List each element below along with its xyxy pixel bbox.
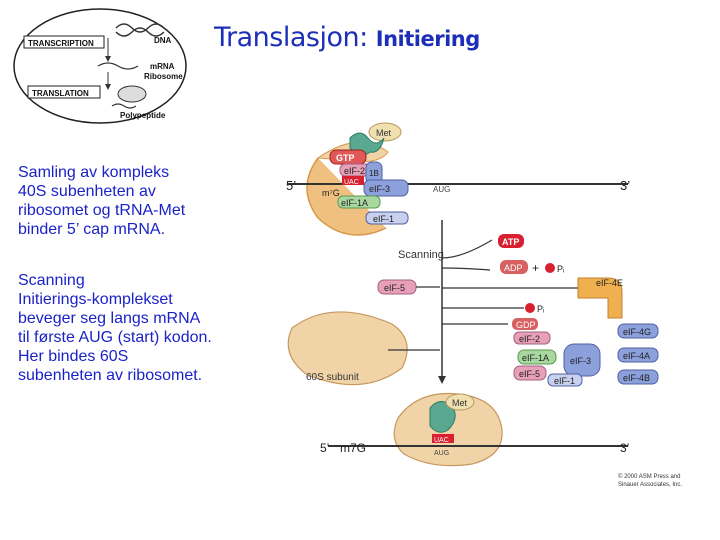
atp-arrow <box>441 239 493 259</box>
paragraph-line: Scanning <box>18 272 85 289</box>
uac2-box <box>432 434 454 443</box>
eif4g-label: eIF-4G <box>623 327 651 337</box>
pi2-label: Pᵢ <box>537 304 544 314</box>
eif1a-box <box>337 195 381 209</box>
adp-label: ADP <box>504 263 523 273</box>
eif1a2-box <box>517 349 557 365</box>
pi-dot <box>545 263 555 273</box>
paragraph-line: Her bindes 60S <box>18 348 129 365</box>
plus-sign: + <box>532 261 539 275</box>
m7g-label: m⁷G <box>322 188 340 198</box>
five-prime-top: 5’ <box>286 178 296 193</box>
paragraph-line: 40S subenheten av <box>18 183 156 200</box>
gdp-label: GDP <box>516 320 536 330</box>
translation-label: TRANSLATION <box>32 89 89 98</box>
eif1c-box <box>547 373 583 387</box>
eif1-box <box>365 211 409 225</box>
scanning-arrowhead <box>438 376 446 384</box>
eif3-label: eIF-3 <box>369 184 390 194</box>
eif1a-label: eIF-1A <box>341 198 368 208</box>
eif4e-label: eIF-4E <box>596 278 623 288</box>
aug-top: AUG <box>433 185 450 194</box>
paragraph-line: Samling av kompleks <box>18 164 170 181</box>
arrowhead-transcription <box>105 56 111 62</box>
paragraph-line: subenheten av ribosomet. <box>18 367 203 384</box>
gdp-box <box>512 318 538 330</box>
transcription-label: TRANSCRIPTION <box>28 39 94 48</box>
uac2-label: UAC <box>434 437 449 444</box>
three-prime-top: 3’ <box>620 178 630 193</box>
uac-label: UAC <box>344 179 359 186</box>
eif1a2-label: eIF-1A <box>522 353 549 363</box>
paragraph-line: beveger seg langs mRNA <box>18 310 201 327</box>
eif2-label: eIF-2 <box>344 166 365 176</box>
dna-helix-2 <box>115 27 165 37</box>
eif1c-label: eIF-1 <box>554 376 575 386</box>
eif4e-shape <box>577 277 623 319</box>
eif1b-label: 1B <box>369 169 379 178</box>
eif5-label: eIF-5 <box>384 283 405 293</box>
eif2b-label: eIF-2 <box>519 334 540 344</box>
atp-box <box>498 234 524 248</box>
polypeptide-chain <box>111 103 137 109</box>
dna-helix <box>115 23 165 33</box>
title-sub: Initiering <box>375 27 480 51</box>
polypeptide-label: Polypeptide <box>120 111 166 120</box>
mrna-strand <box>97 62 139 70</box>
pi2-dot <box>525 303 535 313</box>
gtp-label: GTP <box>336 153 355 163</box>
five-prime-bottom: 5’ <box>320 441 329 455</box>
eif5b-box <box>513 365 547 381</box>
scanning-label: Scanning <box>398 249 444 261</box>
met-circle <box>368 122 402 142</box>
eif2b-box <box>513 331 551 345</box>
arrowhead-translation <box>105 84 111 90</box>
eif3b-label: eIF-3 <box>570 356 591 366</box>
paragraph-assembly: Samling av kompleks 40S subenheten av ri… <box>18 163 185 239</box>
translation-box <box>27 85 101 99</box>
central-dogma-inset: TRANSCRIPTION TRANSLATION DNA mRNA Ribos… <box>13 8 187 124</box>
page-title: Translasjon: Initiering <box>214 22 480 53</box>
eif5b-label: eIF-5 <box>519 369 540 379</box>
mrna-label: mRNA <box>150 62 175 71</box>
atp-label: ATP <box>502 237 519 247</box>
dna-label: DNA <box>154 36 172 45</box>
paragraph-line: ribosomet og tRNA-Met <box>18 202 186 219</box>
large-subunit-60s <box>287 311 408 386</box>
trna-met-bottom <box>429 401 456 433</box>
paragraph-scanning: Scanning Initierings-komplekset beveger … <box>18 271 212 385</box>
met2-circle <box>445 393 475 411</box>
aug2-label: AUG <box>434 450 449 457</box>
eif4b-box <box>617 369 659 385</box>
three-prime-bottom: 3’ <box>620 441 629 455</box>
uac-box <box>342 176 364 185</box>
copyright-line-2: Sinauer Associates, Inc. <box>618 482 682 488</box>
copyright-line-1: © 2000 ASM Press and <box>618 473 680 480</box>
paragraph-line: til første AUG (start) kodon. <box>18 329 212 346</box>
eif3-box <box>363 179 409 197</box>
title-main: Translasjon: <box>214 22 368 53</box>
paragraph-line: binder 5’ cap mRNA. <box>18 221 166 238</box>
subunit60s-label: 60S subunit <box>306 372 359 383</box>
met2-label: Met <box>452 398 468 408</box>
adp-arrow <box>441 267 491 271</box>
eif4b-label: eIF-4B <box>623 373 650 383</box>
ribosome-label: Ribosome <box>144 72 183 81</box>
initiation-diagram: 5’ 3’ AUG Met GTP eIF-2 UAC 1B eIF-3 m⁷G… <box>286 122 682 488</box>
eif4a-box <box>617 347 659 363</box>
eif1-label: eIF-1 <box>373 214 394 224</box>
met-label: Met <box>376 128 392 138</box>
transcription-box <box>23 35 105 49</box>
eif4a-label: eIF-4A <box>623 351 650 361</box>
pi-label: Pᵢ <box>557 264 564 274</box>
eif3b-box <box>563 343 601 377</box>
inset-ribosome <box>117 85 147 103</box>
eif4g-box <box>617 323 659 339</box>
m7g-bottom: m7G <box>340 441 366 455</box>
adp-box <box>500 260 528 274</box>
paragraph-line: Initierings-komplekset <box>18 291 173 308</box>
